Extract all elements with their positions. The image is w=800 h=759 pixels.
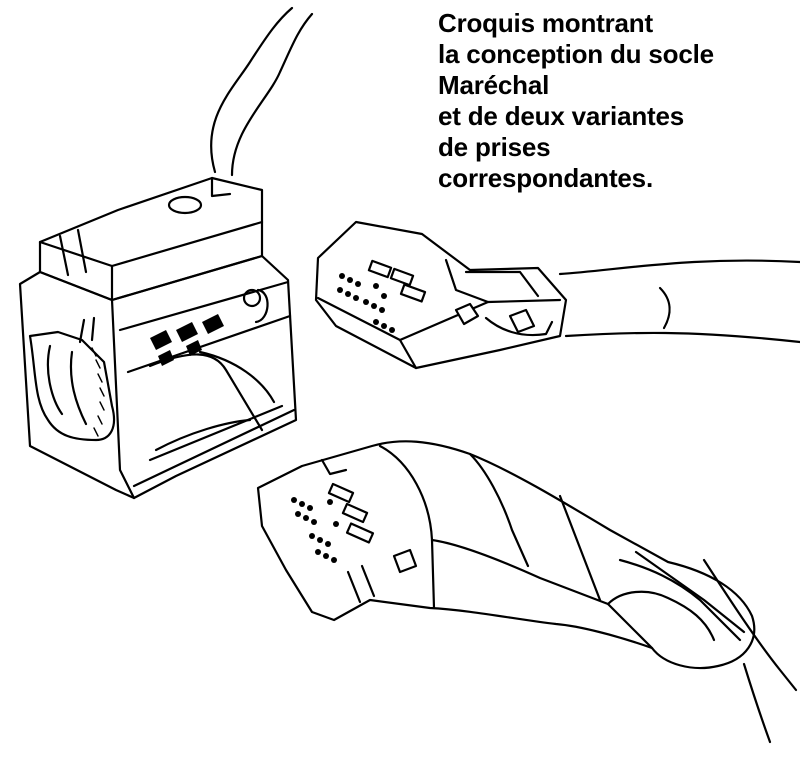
plug2-cable bbox=[702, 558, 798, 692]
plug1-body bbox=[314, 220, 568, 370]
plug1-slot bbox=[399, 283, 427, 303]
caption-line: la conception du socle bbox=[438, 39, 714, 69]
socket-contacts bbox=[150, 314, 224, 366]
plug2-pins bbox=[291, 497, 339, 563]
socket-cutaway bbox=[28, 330, 116, 442]
caption: Croquis montrant la conception du socle … bbox=[438, 8, 788, 194]
caption-line: de prises bbox=[438, 132, 551, 162]
plug-variant-straight bbox=[314, 220, 800, 370]
plug1-cable bbox=[558, 259, 800, 276]
plug1-slot bbox=[389, 267, 415, 287]
socket-cable bbox=[210, 6, 294, 174]
plug2-slot bbox=[341, 502, 369, 524]
caption-line: Maréchal bbox=[438, 70, 550, 100]
socket-base bbox=[18, 6, 314, 500]
plug2-slot bbox=[327, 482, 355, 504]
plug2-body bbox=[256, 440, 756, 670]
caption-line: Croquis montrant bbox=[438, 8, 653, 38]
lid-hole bbox=[167, 195, 203, 215]
socket-lid bbox=[38, 176, 264, 302]
socket-cable bbox=[230, 12, 314, 177]
caption-line: et de deux variantes bbox=[438, 101, 684, 131]
plug2-latch-lug bbox=[392, 548, 418, 574]
plug2-slot bbox=[345, 522, 375, 544]
plug1-pins bbox=[337, 273, 395, 333]
socket-frame bbox=[18, 254, 298, 500]
plug-variant-angled bbox=[256, 440, 798, 744]
plug1-latch bbox=[484, 316, 554, 337]
caption-line: correspondantes. bbox=[438, 163, 653, 193]
plug1-slot bbox=[367, 259, 393, 279]
